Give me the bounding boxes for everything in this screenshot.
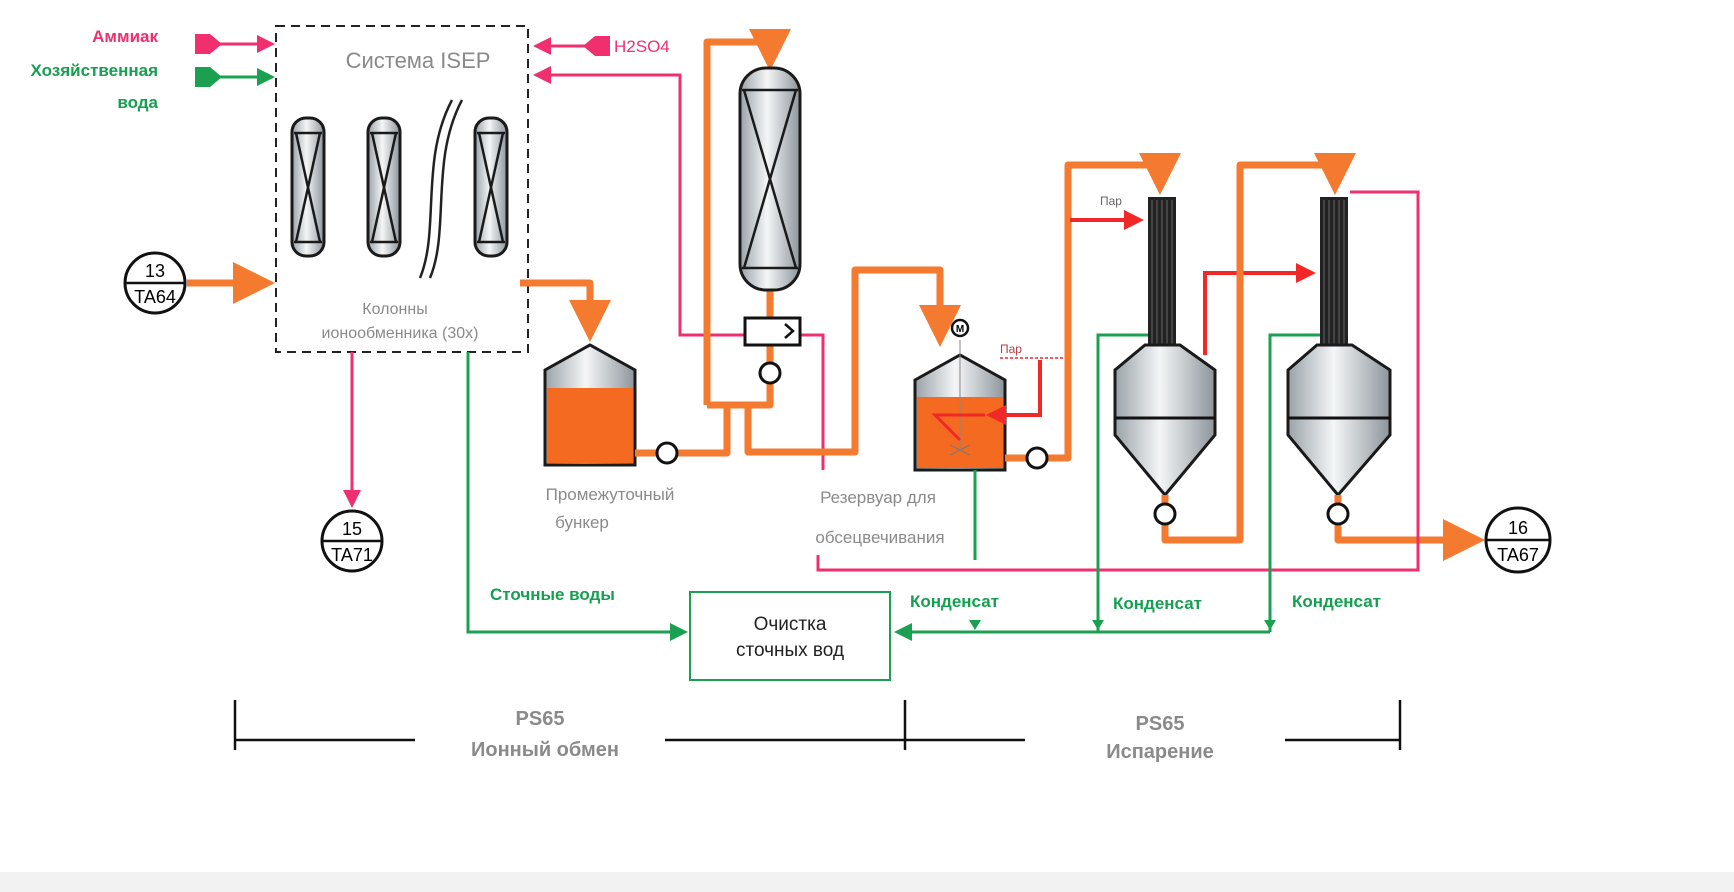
svg-text:TA71: TA71 [331,545,373,565]
bunker-label-2: бункер [555,513,609,532]
columns-label-2: ионообменника (30x) [322,325,479,342]
isep-title: Система ISEP [346,48,491,73]
columns-label-1: Колонны [362,301,427,318]
tag-ta67: 16 TA67 [1484,506,1552,574]
condensate-label-1: Конденсат [910,592,999,611]
break-symbol [418,99,464,279]
vapor-return-pipe [816,190,1420,572]
steam-label-reservoir: Пар [1000,342,1022,356]
pump-icon [1153,502,1177,526]
evap1-to-evap2-pipe [1161,153,1356,544]
pump-icon [758,361,782,385]
svg-text:TA64: TA64 [134,287,176,307]
acid-inlet-arrow [583,36,610,56]
steam-label-evap: Пар [1100,194,1122,208]
acid-recycle-pipe [536,75,825,470]
ammonia-inlet-arrow [195,34,275,54]
motor-icon [950,318,970,338]
treatment-label-1: Очистка [754,614,827,635]
reservoir-label-1: Резервуар для [820,488,936,507]
condensate-label-3: Конденсат [1292,592,1381,611]
section-evap-name: Испарение [1106,741,1214,763]
steam-pipe-reservoir [986,360,1042,425]
water-inlet-arrow [195,67,275,87]
pump-icon [655,441,679,465]
reservoir-label-2: обсецвечивания [815,528,944,547]
section-evap-code: PS65 [1136,713,1185,735]
column-feed-pipe [703,29,791,405]
water-label-1: Хозяйственная [31,61,158,80]
decolorizing-column [738,66,802,292]
intermediate-bunker [543,343,637,467]
section-scale [233,700,1402,750]
condensate-pipes [897,333,1320,632]
acid-label: H2SO4 [614,37,670,56]
wastewater-label: Сточные воды [490,585,615,604]
condensate-label-2: Конденсат [1113,594,1202,613]
ion-column-1 [290,116,326,258]
evaporator-1 [1113,197,1217,498]
product-outlet-pipe [1334,495,1485,561]
separator [743,316,802,347]
to-reservoir-pipe [744,266,961,456]
column-return-pipe [707,290,774,409]
wastewater-pipe [466,352,688,641]
tag-ta64: 13 TA64 [123,251,187,315]
svg-text:15: 15 [342,519,362,539]
isep-outlet-pipe [520,279,611,342]
evaporator-2 [1286,197,1392,498]
bunker-label-1: Промежуточный [546,485,675,504]
ion-column-n [473,116,509,258]
pump-icon [1025,446,1049,470]
vapor-pipe-evap2 [1203,263,1316,355]
svg-text:TA67: TA67 [1497,545,1539,565]
tag-ta71: 15 TA71 [320,509,384,573]
decolorizing-reservoir: M [913,318,1007,472]
pump-icon [1326,502,1350,526]
section-ion-code: PS65 [516,708,565,730]
svg-text:16: 16 [1508,518,1528,538]
bottom-band [0,872,1734,892]
ion-exchange-columns [290,99,509,279]
svg-text:M: M [956,324,964,335]
ion-column-2 [366,116,402,258]
ammonia-label: Аммиак [92,27,158,46]
isep-system-boundary [275,25,529,353]
treatment-label-2: сточных вод [736,640,844,661]
section-ion-name: Ионный обмен [471,739,619,761]
svg-text:13: 13 [145,261,165,281]
bunker-to-column-pipe [635,405,731,457]
wastewater-treatment-unit [689,591,891,681]
water-label-2: вода [117,93,158,112]
